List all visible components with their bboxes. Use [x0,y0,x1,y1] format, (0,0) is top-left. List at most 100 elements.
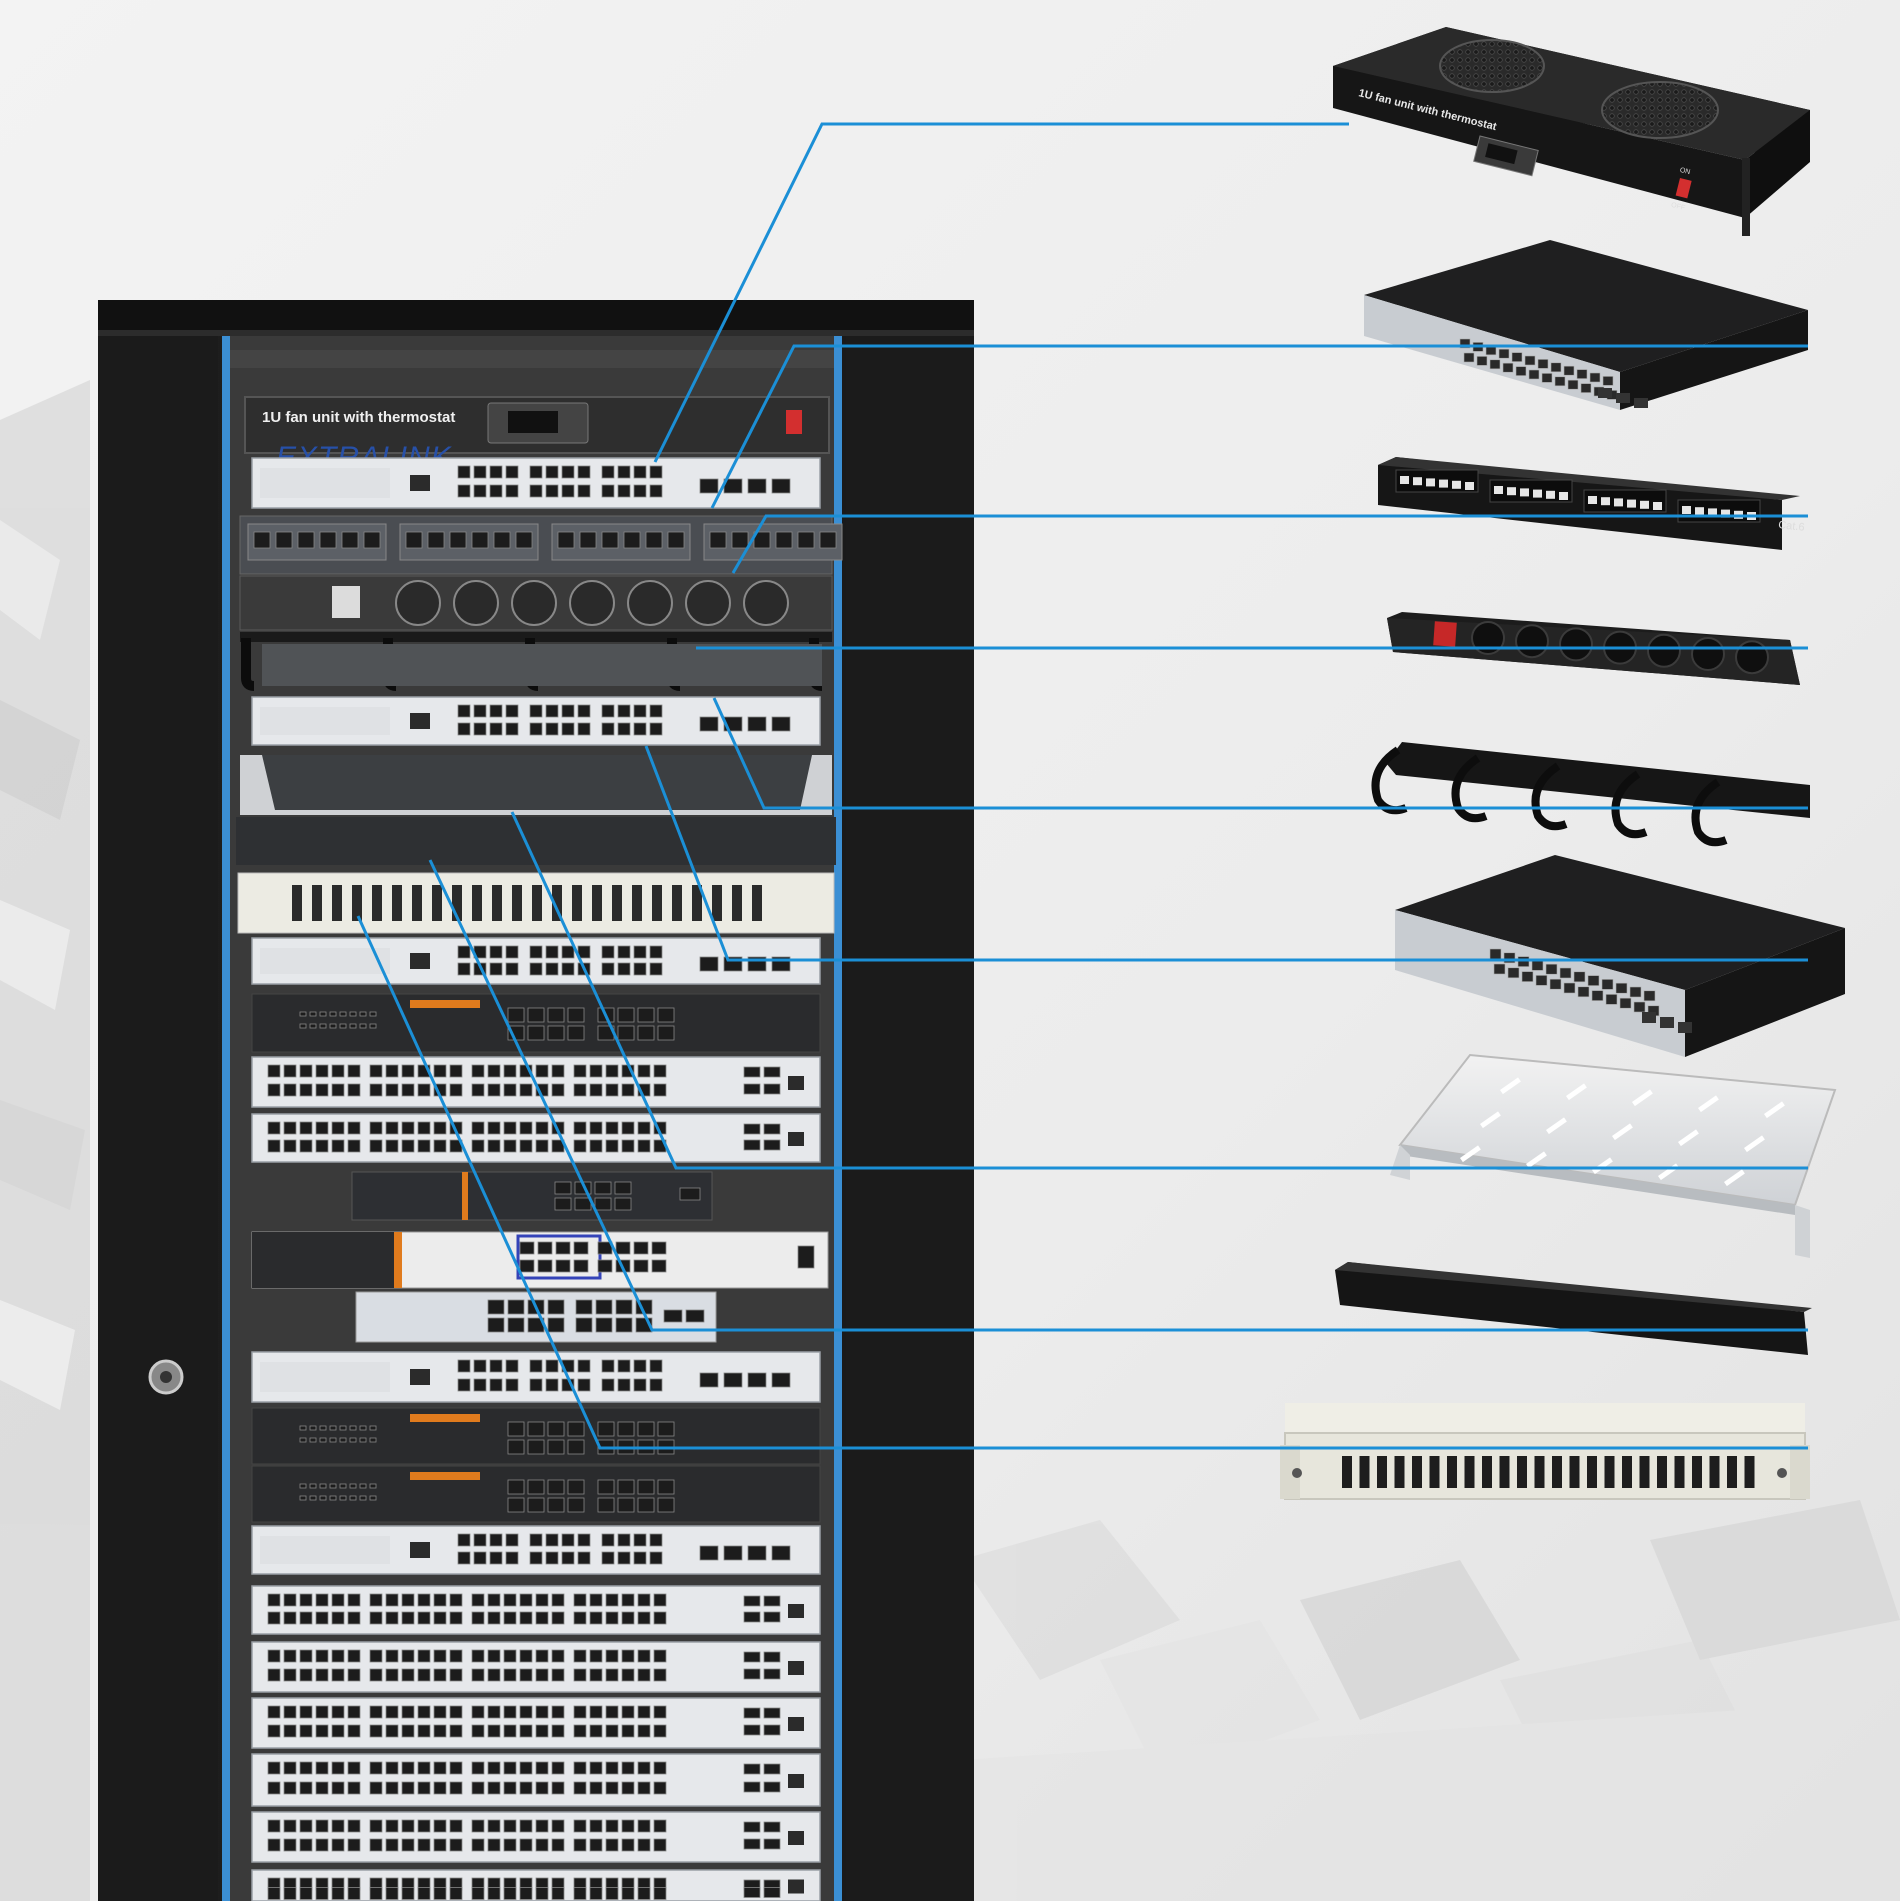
rj45-port [315,1781,329,1795]
rj45-port [519,1083,533,1097]
rj45-port [417,1761,431,1775]
rj45-port [605,1819,619,1833]
rj45-port [315,1668,329,1682]
switch-on-label: ON [1679,167,1691,176]
rj45-port [347,1781,361,1795]
keystone-port [1682,506,1691,514]
rj45-port [487,1819,501,1833]
rj45-port [621,1139,635,1153]
rj45-port [473,1551,487,1565]
switch-led-panel [260,1536,390,1564]
rj45-port [347,1819,361,1833]
rj45-port [283,1887,297,1900]
rj45-port [617,1497,635,1513]
rj45-port [551,1781,565,1795]
power-socket [395,580,441,626]
sfp-port [763,1763,781,1775]
keystone-port [579,531,597,549]
rj45-port [519,1241,535,1255]
rj45-port [605,1887,619,1900]
keystone-port [1439,479,1448,488]
rj45-port [1507,967,1520,979]
keystone-port [709,531,727,549]
callout-lines [356,122,1808,1450]
rj45-port [545,722,559,736]
keystone-port [1452,480,1461,489]
rj45-port [527,1497,545,1513]
rj45-port [535,1139,549,1153]
rj45-port [545,465,559,479]
rj45-port [547,1497,565,1513]
shelf-vent-slot [1698,1095,1719,1113]
sfp-port [771,1545,791,1561]
rj45-port [283,1781,297,1795]
rj45-port [573,1083,587,1097]
rj45-port [489,962,503,976]
rj45-port [649,704,663,718]
status-led [349,1425,357,1431]
rj45-port [535,1761,549,1775]
rj45-port [617,1025,635,1041]
sfp-port [763,1887,781,1898]
rj45-port [573,1064,587,1078]
rj45-port [551,1064,565,1078]
rj45-port [505,1533,519,1547]
rj45-port [577,484,591,498]
fiber-adapter [432,885,442,921]
rj45-port [487,1299,505,1315]
status-led [319,1483,327,1489]
rj45-port [617,1479,635,1495]
rack-device-switch48 [251,1641,821,1693]
rj45-port [449,1887,463,1900]
rj45-port [417,1593,431,1607]
rj45-port [605,1649,619,1663]
sfp-port [743,1611,761,1623]
rj45-port [633,1378,647,1392]
rj45-port [1535,975,1548,986]
rj45-port [657,1497,675,1513]
power-socket [627,580,673,626]
rj45-port [649,1533,663,1547]
keystone-port [275,531,293,549]
rj45-port [535,1887,549,1900]
rj45-port [299,1705,313,1719]
rj45-port [507,1317,525,1333]
status-led [309,1425,317,1431]
rj45-port [637,1819,651,1833]
rj45-port [385,1593,399,1607]
fiber-adapter [1482,1456,1492,1488]
rj45-port [615,1317,633,1333]
keystone-port [1640,500,1649,509]
sfp-port [763,1838,781,1850]
shelf-vent-slot [1631,1089,1653,1107]
rj45-port [573,1241,589,1255]
rj45-port [471,1781,485,1795]
sfp-port [679,1187,701,1201]
rj45-port [331,1781,345,1795]
rj45-port [519,1887,533,1900]
fiber-adapter [1429,1456,1440,1488]
rj45-port [487,1083,501,1097]
rj45-port [527,1421,545,1437]
fiber-adapter [532,885,542,921]
rj45-port [1591,990,1604,1001]
rj45-port [537,1259,553,1273]
rj45-port [507,1299,525,1315]
rj45-port [505,484,519,498]
rj45-port [489,484,503,498]
status-led [319,1437,327,1443]
callout-line-3 [731,514,1808,574]
rj45-port [653,1083,667,1097]
rj45-port [449,1649,463,1663]
fiber-adapter [1622,1456,1632,1488]
rj45-port [529,722,543,736]
rj45-port [637,1705,651,1719]
rj45-port [1629,986,1642,998]
rj45-port [369,1064,383,1078]
rj45-port [633,1551,647,1565]
rj45-port [471,1819,485,1833]
rj45-port [331,1139,345,1153]
keystone-module [247,523,387,561]
small-switch-body [355,1291,717,1343]
fiber-adapter [1604,1456,1615,1488]
